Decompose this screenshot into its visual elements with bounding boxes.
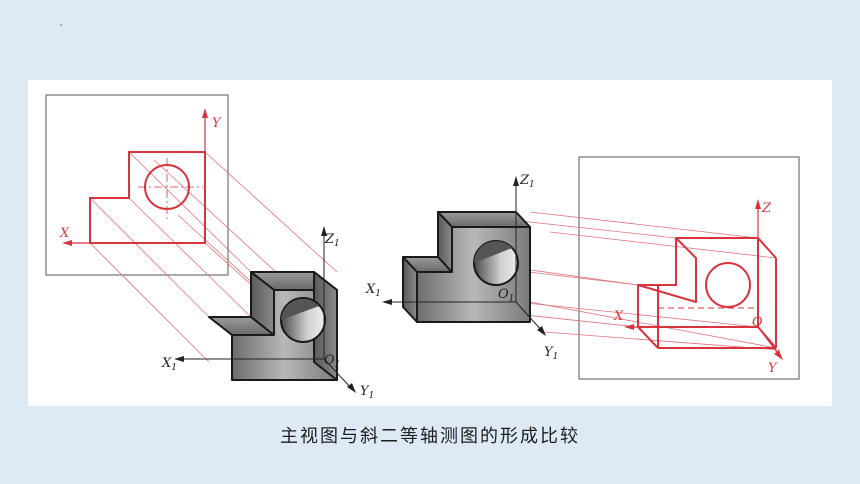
right-proj-x-label: X xyxy=(613,309,624,324)
slide-dot xyxy=(60,24,62,26)
left-axonometric-axes xyxy=(174,226,356,393)
right-projection-frame xyxy=(578,156,800,380)
figure-panel: Y X Z1 X1 Y1 O1 xyxy=(28,80,832,406)
left-x-label: X1 xyxy=(161,356,177,373)
left-proj-y-label: Y xyxy=(212,116,222,131)
right-origin-label: O1 xyxy=(498,287,514,304)
right-x-label: X1 xyxy=(365,282,381,299)
right-proj-y-label: Y xyxy=(768,361,778,376)
left-front-view xyxy=(89,151,206,244)
left-z-label: Z1 xyxy=(324,232,340,249)
right-z-label: Z1 xyxy=(519,173,535,190)
left-projection-axes xyxy=(62,108,208,246)
right-axonometric-axes xyxy=(382,176,546,336)
right-projection-axes xyxy=(624,199,783,360)
right-front-view xyxy=(637,237,777,349)
left-origin-label: O1 xyxy=(324,353,340,370)
left-proj-x-label: X xyxy=(59,226,70,241)
right-proj-z-label: Z xyxy=(761,201,772,216)
right-proj-o-label: O xyxy=(752,315,763,330)
projection-diagram: Y X Z1 X1 Y1 O1 xyxy=(45,94,800,401)
left-projection-frame xyxy=(45,94,229,276)
left-y-label: Y1 xyxy=(360,384,374,401)
figure-caption: 主视图与斜二等轴测图的形成比较 xyxy=(280,426,580,447)
right-oblique-solid xyxy=(402,211,531,323)
left-oblique-solid xyxy=(208,271,338,381)
right-y-label: Y1 xyxy=(544,345,558,362)
